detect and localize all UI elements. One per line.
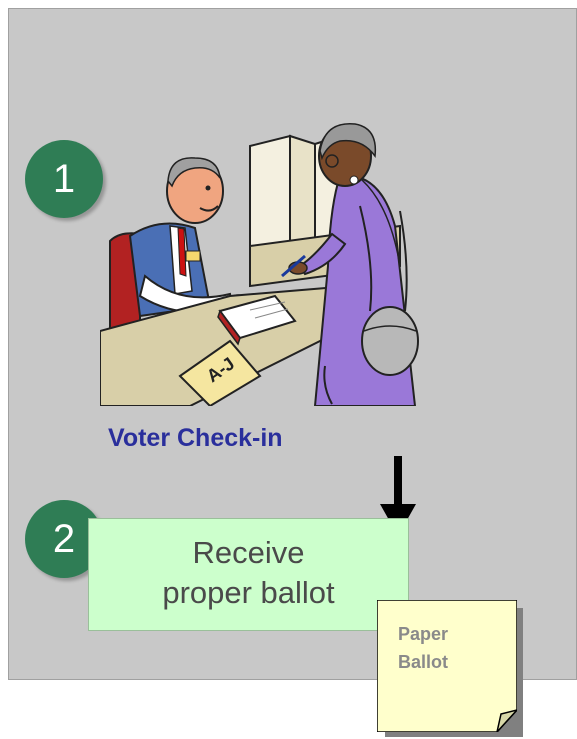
paper-ballot-label: Paper Ballot: [398, 620, 498, 676]
receive-ballot-box: Receive proper ballot: [88, 518, 409, 631]
poll-worker: [130, 158, 248, 316]
receive-ballot-line1: Receive: [89, 533, 408, 573]
paper-ballot-line1: Paper: [398, 620, 498, 648]
voter-checkin-illustration: A-J: [100, 116, 420, 406]
voter-checkin-label: Voter Check-in: [108, 424, 283, 453]
step-1-circle: 1: [25, 140, 103, 218]
paper-ballot-line2: Ballot: [398, 648, 498, 676]
receive-ballot-line2: proper ballot: [89, 573, 408, 613]
